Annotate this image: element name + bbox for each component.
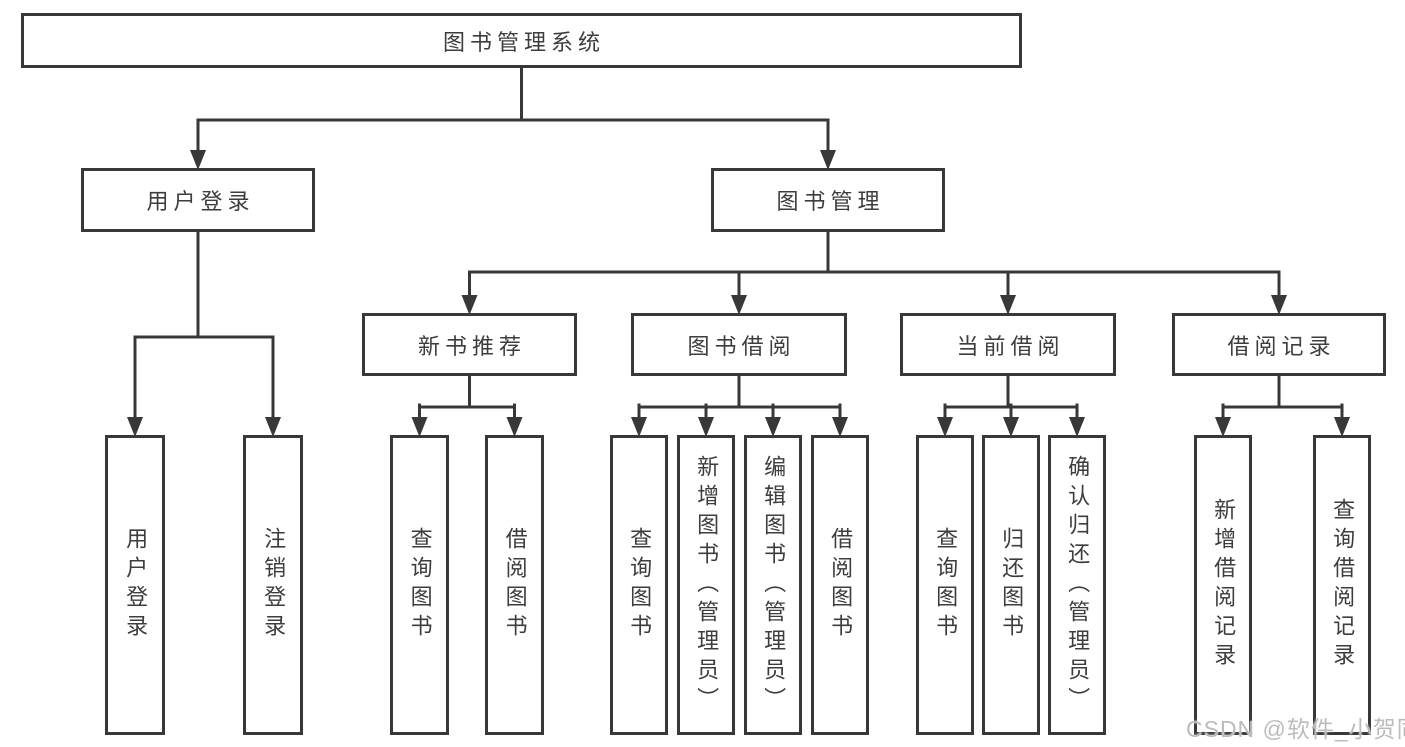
arrowhead-icon: [190, 150, 206, 170]
node-book-borrowing: 图书借阅: [631, 313, 847, 376]
leaf-logout: 注销登录: [243, 435, 303, 735]
node-borrowing-records: 借阅记录: [1172, 313, 1386, 376]
arrowhead-icon: [1215, 417, 1231, 437]
arrowhead-icon: [1069, 417, 1085, 437]
leaf-query-borrow-record: 查询借阅记录: [1313, 435, 1371, 735]
node-label: 新增借阅记录: [1211, 498, 1237, 672]
node-label: 用户登录: [123, 527, 149, 643]
arrowhead-icon: [1000, 295, 1016, 315]
node-label: 查询借阅记录: [1330, 498, 1356, 672]
arrowhead-icon: [1003, 417, 1019, 437]
node-label: 图书借阅: [687, 333, 796, 359]
arrowhead-icon: [265, 417, 281, 437]
node-label: 借阅记录: [1227, 333, 1336, 359]
node-label: 借阅图书: [502, 527, 528, 643]
leaf-return-books: 归还图书: [982, 435, 1040, 735]
leaf-add-books-admin: 新增图书（管理员）: [677, 435, 735, 735]
leaf-edit-books-admin: 编辑图书（管理员）: [744, 435, 802, 735]
node-label: 查询图书: [407, 527, 433, 643]
node-user-login-branch: 用户登录: [81, 168, 315, 232]
leaf-add-borrow-record: 新增借阅记录: [1194, 435, 1252, 735]
node-label: 当前借阅: [956, 333, 1065, 359]
node-label: 确认归还（管理员）: [1065, 454, 1091, 716]
arrowhead-icon: [411, 417, 428, 437]
node-label: 查询图书: [933, 527, 959, 643]
arrowhead-icon: [1271, 295, 1287, 315]
leaf-query-books-borrowing: 查询图书: [610, 435, 668, 735]
node-label: 新书推荐: [417, 333, 526, 359]
arrowhead-icon: [127, 417, 143, 437]
leaf-borrow-books-recommend: 借阅图书: [485, 435, 544, 735]
node-label: 编辑图书（管理员）: [761, 454, 787, 716]
arrowhead-icon: [1334, 417, 1350, 437]
node-label: 用户登录: [146, 189, 255, 214]
leaf-query-books-current: 查询图书: [916, 435, 974, 735]
leaf-borrow-books: 借阅图书: [811, 435, 869, 735]
node-label: 新增图书（管理员）: [694, 454, 720, 716]
arrowhead-icon: [731, 295, 747, 315]
node-label: 图书管理: [776, 189, 885, 214]
arrowhead-icon: [631, 417, 647, 437]
node-label: 注销登录: [261, 527, 287, 643]
node-label: 归还图书: [999, 527, 1025, 643]
node-root-library-system: 图书管理系统: [21, 13, 1022, 68]
arrowhead-icon: [765, 417, 781, 437]
arrowhead-icon: [937, 417, 953, 437]
arrowhead-icon: [832, 417, 848, 437]
arrowhead-icon: [820, 150, 836, 170]
node-label: 借阅图书: [828, 527, 854, 643]
leaf-query-books-recommend: 查询图书: [390, 435, 449, 735]
arrowhead-icon: [461, 295, 478, 315]
leaf-confirm-return-admin: 确认归还（管理员）: [1048, 435, 1106, 735]
node-new-book-recommend: 新书推荐: [362, 313, 577, 376]
node-current-borrowing: 当前借阅: [900, 313, 1116, 376]
node-book-management-branch: 图书管理: [711, 168, 945, 232]
arrowhead-icon: [698, 417, 714, 437]
node-label: 查询图书: [627, 527, 653, 643]
arrowhead-icon: [506, 417, 523, 437]
csdn-watermark: CSDN @软件_小贺同学: [1186, 716, 1405, 742]
leaf-user-login: 用户登录: [105, 435, 165, 735]
node-label: 图书管理系统: [442, 29, 605, 55]
